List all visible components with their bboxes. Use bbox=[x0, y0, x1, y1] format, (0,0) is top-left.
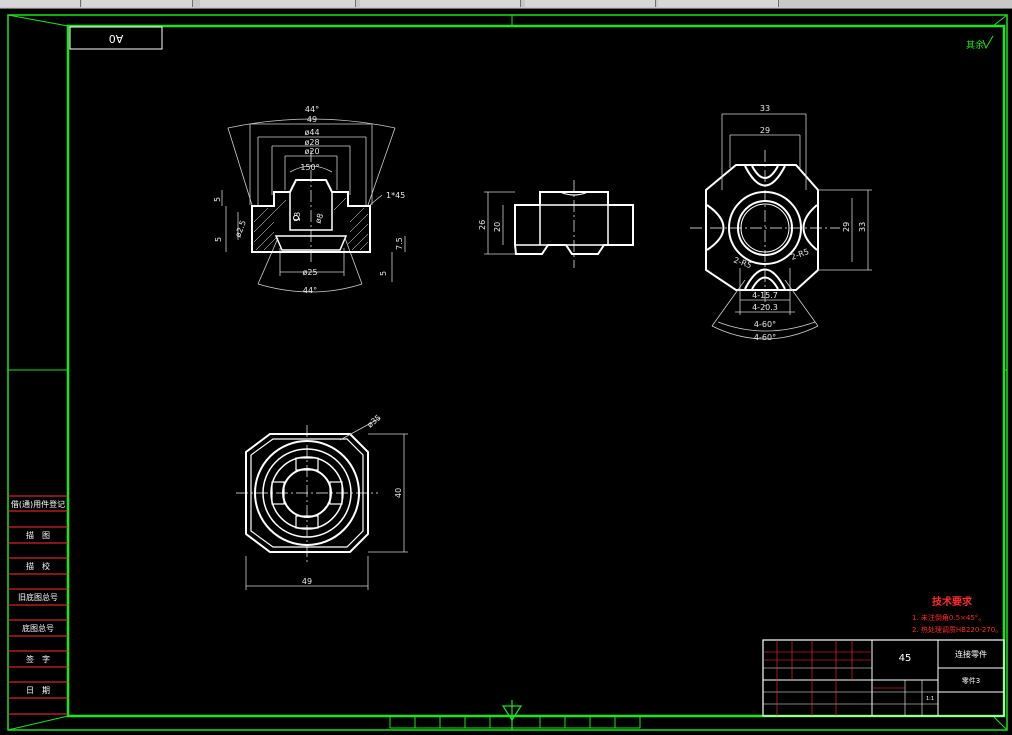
dim-label: 33 bbox=[858, 222, 867, 232]
part-name-label: 连接零件 bbox=[955, 649, 987, 659]
record-row-label: 旧底图总号 bbox=[18, 592, 58, 602]
dim-label: 4-60° bbox=[754, 333, 776, 342]
dim-label: ø20 bbox=[304, 147, 319, 156]
dim-label: 1*45 bbox=[386, 191, 405, 200]
dim-label: 33 bbox=[760, 104, 770, 113]
dim-label: 2-R5 bbox=[790, 247, 811, 262]
dim-label: 4-20.3 bbox=[752, 303, 778, 312]
dim-label: 2-R5 bbox=[732, 255, 753, 270]
section-body bbox=[251, 150, 371, 262]
record-row-label: 描 图 bbox=[26, 530, 50, 540]
record-row-label: 借(通)用件登记 bbox=[11, 499, 65, 509]
dim-label: 26 bbox=[478, 220, 487, 230]
dim-label: 29 bbox=[842, 222, 851, 232]
dim-label: ø44 bbox=[304, 128, 319, 137]
record-row-label: 描 校 bbox=[26, 561, 50, 571]
dim-label: 13 bbox=[293, 212, 302, 222]
sheet-size-box: A0 bbox=[69, 26, 163, 50]
dim-label: 150° bbox=[300, 163, 319, 172]
dim-label: 49 bbox=[302, 577, 312, 586]
dim-label: ø25 bbox=[302, 268, 317, 277]
record-row-label: 底图总号 bbox=[22, 623, 54, 633]
dim-label: ø2.5 bbox=[233, 219, 247, 239]
roughness-note-label: 其余 bbox=[966, 39, 984, 51]
sheet-border bbox=[7, 14, 1008, 731]
centering-mark-icon bbox=[501, 700, 523, 730]
dim-label: 7.5 bbox=[395, 237, 404, 250]
dim-label: 5 bbox=[379, 271, 388, 276]
dim-label: 4-60° bbox=[754, 320, 776, 329]
tab[interactable] bbox=[360, 0, 521, 7]
scale-label: 1:1 bbox=[926, 696, 934, 702]
sheet-size-label: A0 bbox=[109, 32, 124, 45]
dim-label: 49 bbox=[307, 115, 317, 124]
tech-requirement-item: 1. 未注倒角0.5×45°。 bbox=[912, 613, 985, 622]
tab[interactable] bbox=[0, 0, 81, 7]
dim-label: 44° bbox=[305, 105, 319, 114]
roughness-symbol-icon bbox=[982, 35, 994, 50]
tab[interactable] bbox=[525, 0, 656, 7]
tab[interactable] bbox=[658, 0, 779, 7]
tab[interactable] bbox=[82, 0, 193, 7]
record-row-label: 日 期 bbox=[26, 686, 50, 695]
record-row-label: 签 字 bbox=[26, 654, 50, 664]
tab[interactable] bbox=[200, 0, 356, 7]
dim-label: 4-15.7 bbox=[752, 291, 778, 300]
tech-requirements: 技术要求 1. 未注倒角0.5×45°。 2. 热处理调质HB220-270。 bbox=[912, 595, 1002, 634]
roughness-note: 其余 bbox=[966, 35, 994, 51]
dim-label: ø35 bbox=[366, 413, 383, 430]
dim-label: 44° bbox=[303, 286, 317, 295]
title-block: 45 连接零件 零件3 1:1 bbox=[762, 639, 1005, 717]
dim-label: 5 bbox=[213, 197, 222, 202]
top-view: 33 29 29 33 2-R5 2-R5 4-15.7 4-20.3 4-60… bbox=[690, 104, 872, 342]
dim-label: 5 bbox=[214, 237, 223, 242]
dim-label: ø8 bbox=[313, 212, 325, 224]
tech-requirement-item: 2. 热处理调质HB220-270。 bbox=[912, 625, 1002, 634]
tech-requirements-title: 技术要求 bbox=[932, 595, 973, 608]
material-label: 45 bbox=[899, 653, 912, 664]
dim-label: 20 bbox=[493, 222, 502, 232]
left-record-strip: 借(通)用件登记 描 图 描 校 旧底图总号 底图总号 签 字 日 期 bbox=[8, 495, 68, 715]
window-tab-strip bbox=[0, 0, 1012, 9]
bottom-view: ø35 40 49 bbox=[236, 413, 408, 590]
front-section-view: 44° 49 ø44 ø28 ø20 150° 1*45 5 ø2.5 13 ø… bbox=[213, 105, 406, 295]
side-view: 26 20 bbox=[478, 180, 634, 268]
drawing-number-label: 零件3 bbox=[962, 676, 980, 685]
dim-label: ø28 bbox=[304, 138, 319, 147]
dim-label: 40 bbox=[394, 488, 403, 498]
dim-label: 29 bbox=[760, 126, 770, 135]
